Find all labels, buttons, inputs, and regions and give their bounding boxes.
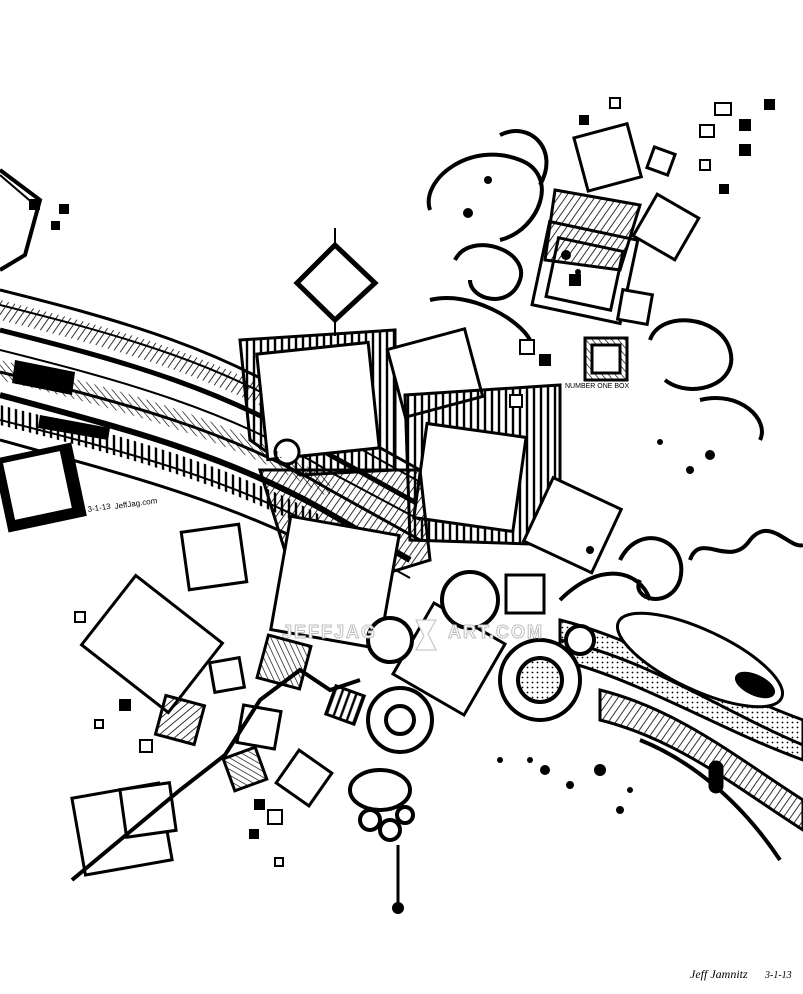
scattered-squares xyxy=(29,97,775,867)
watermark-text-left: JEFFJAG xyxy=(282,622,377,642)
deviantart-logo-icon xyxy=(415,619,437,651)
box-number-label: 1. xyxy=(274,450,282,461)
artist-signature: Jeff Jamnitz 3-1-13 xyxy=(690,967,792,981)
box-caption-label: NUMBER ONE BOX xyxy=(565,383,630,390)
ring-cluster xyxy=(348,570,596,914)
central-block-cluster xyxy=(70,327,624,877)
zigzag-connector xyxy=(70,667,361,882)
top-right-box-grid xyxy=(530,121,701,382)
organic-tube-bands xyxy=(558,611,803,862)
watermark-text-right: ART.COM xyxy=(448,622,544,642)
watermark: JEFFJAG ART.COM xyxy=(282,619,544,651)
ink-dots xyxy=(463,176,715,814)
signature-name: Jeff Jamnitz xyxy=(690,967,748,981)
left-hatched-bands xyxy=(0,300,330,535)
organic-swirls xyxy=(426,129,803,602)
signature-date: 3-1-13 xyxy=(764,970,792,981)
side-date-label: 3-1-13 xyxy=(87,502,112,514)
